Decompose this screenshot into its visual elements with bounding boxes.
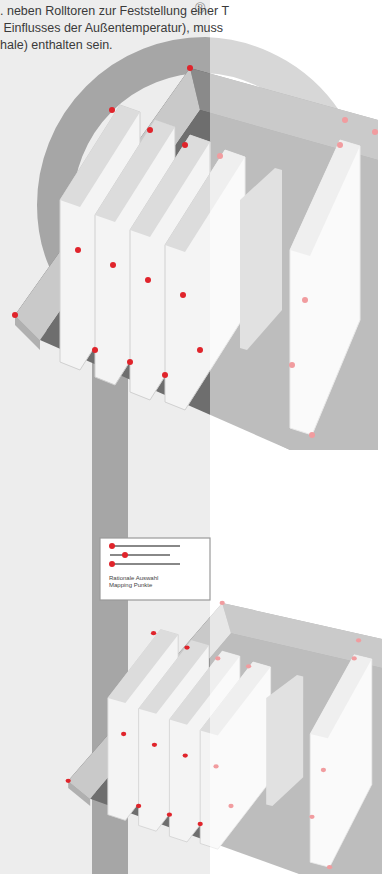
text-line: hale) enthalten sein. (0, 37, 113, 53)
text-line: . neben Rolltoren zur Feststellung einer… (0, 3, 229, 19)
legend-card: Rationale Auswahl Mapping Punkte (101, 539, 209, 599)
text-line: Einflusses der Außentemperatur), muss (0, 20, 223, 36)
card-caption: Rationale Auswahl Mapping Punkte (109, 575, 179, 589)
